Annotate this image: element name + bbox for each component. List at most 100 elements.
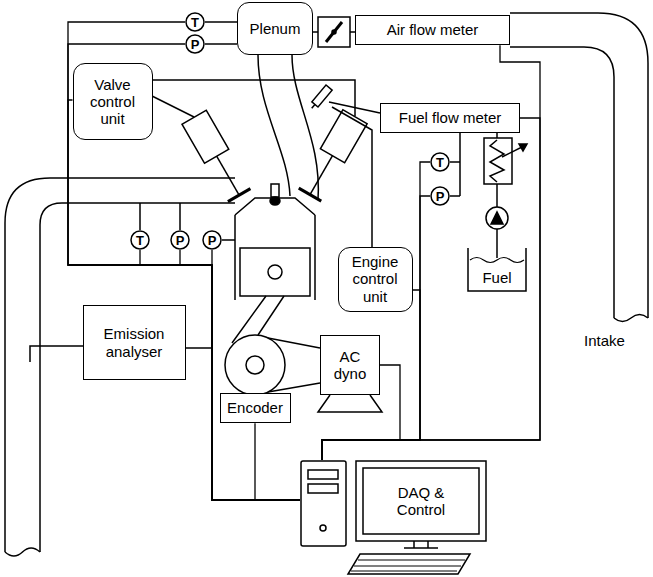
power-button xyxy=(320,525,326,531)
node-label: Air flow meter xyxy=(387,21,479,38)
pc-tower xyxy=(301,461,346,546)
intake-runner xyxy=(292,55,318,200)
pipe-cut xyxy=(5,548,40,556)
fuel-tank: Fuel xyxy=(467,248,527,292)
duct xyxy=(313,31,318,33)
sensor-letter: T xyxy=(136,234,144,247)
signal-wire xyxy=(322,162,430,460)
sensor-letter: T xyxy=(436,156,444,169)
sensor-ring xyxy=(431,153,449,171)
sensor-circle: P xyxy=(430,186,450,206)
node-label: Encoder xyxy=(227,399,283,416)
sensor-ring xyxy=(186,35,204,53)
pump-symbol xyxy=(491,212,503,224)
monitor-frame xyxy=(356,461,486,541)
signal-wire xyxy=(68,22,300,500)
throttle-pivot xyxy=(332,30,336,34)
exhaust-pipe-wall xyxy=(5,178,235,552)
combustion-chamber xyxy=(235,198,315,215)
signal-wire xyxy=(186,348,301,500)
monitor-stand xyxy=(404,541,438,548)
pipe-label: Intake xyxy=(584,332,625,349)
valve-head xyxy=(228,189,251,202)
component-box: Emission analyser xyxy=(83,305,186,380)
signal-wire xyxy=(180,250,300,500)
component-box: Encoder xyxy=(220,393,291,423)
fuel-line xyxy=(329,102,380,113)
injector-nozzle xyxy=(312,104,315,108)
intake-valve xyxy=(182,110,251,202)
illustration-group xyxy=(5,13,648,556)
keyboard xyxy=(348,554,470,574)
signal-wire xyxy=(322,118,540,460)
heat-exchanger xyxy=(484,138,512,184)
sensor-letter: P xyxy=(436,190,445,203)
fuel-surface xyxy=(470,258,524,263)
signal-wire xyxy=(68,44,300,500)
sensor-letter: P xyxy=(191,38,200,51)
node-label: Emission analyser xyxy=(88,325,181,360)
sensor-letter: T xyxy=(191,16,199,29)
component-box: Fuel flow meter xyxy=(380,103,520,133)
signal-wire xyxy=(322,45,540,460)
node-label: Fuel xyxy=(482,269,511,286)
component-box: Air flow meter xyxy=(355,15,510,45)
drive-bay xyxy=(308,470,338,479)
valve-stem xyxy=(217,156,240,195)
sample-probe xyxy=(30,346,85,362)
sensor-stem xyxy=(179,203,181,230)
node-label: Fuel flow meter xyxy=(399,109,502,126)
sensor-stem xyxy=(222,239,235,241)
control-wire xyxy=(150,95,194,117)
node-label: DAQ & Control xyxy=(379,484,463,519)
throttle-plate xyxy=(326,22,342,42)
exhaust-pipe-wall xyxy=(40,203,235,552)
sensor-ring xyxy=(431,187,449,205)
keyboard-keys xyxy=(351,560,465,571)
sensor-ring xyxy=(131,231,149,249)
sensor-ring xyxy=(203,231,221,249)
component-box: AC dyno xyxy=(320,335,380,395)
fuel-tap xyxy=(450,130,460,196)
sensor-stem xyxy=(205,43,237,45)
crankshaft xyxy=(246,356,264,374)
computer-outline xyxy=(300,460,488,577)
sensor-ring xyxy=(186,13,204,31)
fuel-pump xyxy=(486,207,508,229)
valve-actuator xyxy=(182,110,229,163)
driveshaft-housing xyxy=(268,338,320,392)
control-box: Plenum xyxy=(237,2,313,55)
control-wire xyxy=(332,107,372,248)
cylinder-wall xyxy=(235,215,315,300)
valve-head xyxy=(299,188,322,201)
signal-wire xyxy=(68,100,300,500)
monitor-screen xyxy=(363,468,479,534)
sensor-letter: P xyxy=(176,234,185,247)
daq-computer: DAQ & Control xyxy=(300,460,488,577)
dyno-stand xyxy=(318,395,382,412)
pipe-cut xyxy=(614,315,648,322)
sensor-ring xyxy=(171,231,189,249)
tank-wall xyxy=(468,248,526,291)
sensor-circle: P xyxy=(170,230,190,250)
node-label: Engine control unit xyxy=(343,253,408,305)
exhaust-valve xyxy=(298,110,367,202)
drive-bay xyxy=(308,484,338,493)
intake-runner xyxy=(258,55,290,196)
piston-pin xyxy=(268,265,282,279)
control-box: Engine control unit xyxy=(338,247,413,312)
piston xyxy=(240,248,310,296)
valve-actuator xyxy=(320,110,367,163)
crankcase xyxy=(225,335,285,395)
sensor-circle: P xyxy=(185,34,205,54)
sensor-stem xyxy=(205,21,237,23)
throttle-body xyxy=(318,17,350,47)
sensor-letter: P xyxy=(208,234,217,247)
intake-pipe-wall xyxy=(510,13,648,318)
heat-exchanger-coil xyxy=(490,140,504,182)
control-wire xyxy=(150,80,355,116)
node-label: Plenum xyxy=(250,20,301,37)
node-label: Valve control unit xyxy=(78,76,148,128)
sensor-circle: T xyxy=(430,152,450,172)
sensor-circle: P xyxy=(202,230,222,250)
